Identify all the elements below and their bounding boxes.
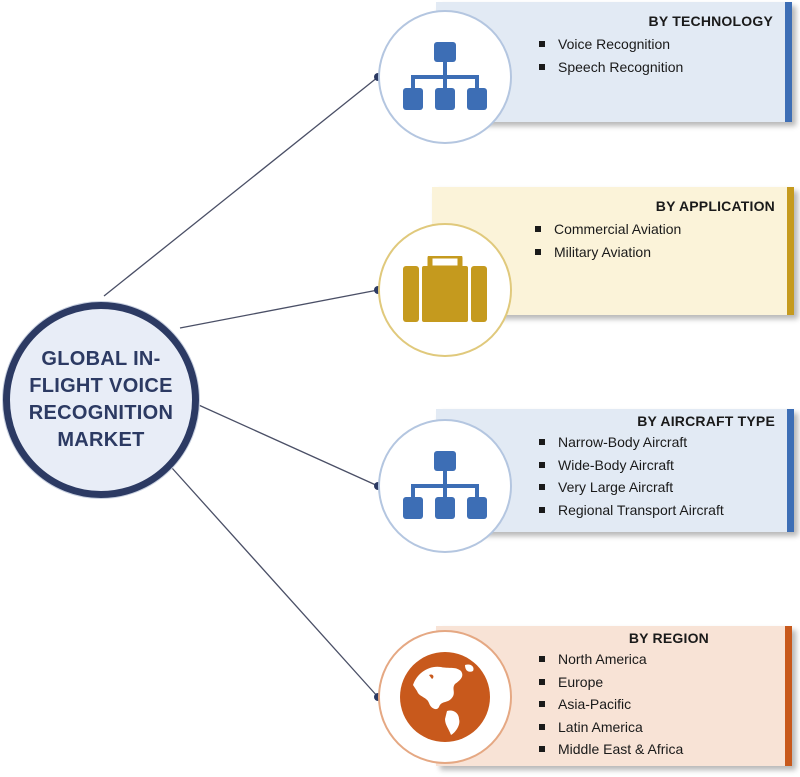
org-chart-icon [403, 42, 487, 110]
icon-circle-application [378, 223, 512, 357]
list-item: Middle East & Africa [539, 738, 785, 761]
list-item: Latin America [539, 716, 785, 739]
segment-title: BY AIRCRAFT TYPE [637, 413, 775, 429]
bullet-square-icon [535, 226, 541, 232]
segment-item-list: North America Europe Asia-Pacific Latin … [436, 648, 785, 761]
connector-line-technology [103, 76, 379, 297]
list-item: Regional Transport Aircraft [539, 499, 787, 522]
list-item: Commercial Aviation [535, 218, 787, 241]
bullet-square-icon [539, 484, 545, 490]
list-item: Very Large Aircraft [539, 476, 787, 499]
list-item: Asia-Pacific [539, 693, 785, 716]
list-item: Europe [539, 671, 785, 694]
org-chart-icon [403, 451, 487, 519]
segment-item-list: Voice Recognition Speech Recognition [436, 33, 785, 78]
list-item: Narrow-Body Aircraft [539, 431, 787, 454]
icon-circle-aircraft-type [378, 419, 512, 553]
bullet-square-icon [539, 746, 545, 752]
list-item: Wide-Body Aircraft [539, 454, 787, 477]
bullet-square-icon [539, 656, 545, 662]
bullet-square-icon [539, 41, 545, 47]
connector-line-aircraft-type [191, 401, 379, 487]
bullet-square-icon [535, 248, 541, 255]
segment-item-list: Commercial Aviation Military Aviation [432, 218, 787, 263]
icon-circle-region [378, 630, 512, 764]
connector-line-region [171, 467, 379, 698]
segment-title: BY APPLICATION [655, 198, 775, 214]
list-item: Military Aviation [535, 241, 787, 264]
bullet-square-icon [539, 439, 545, 445]
segment-item-list: Narrow-Body Aircraft Wide-Body Aircraft … [436, 431, 787, 521]
bullet-square-icon [539, 723, 545, 730]
bullet-square-icon [539, 506, 545, 513]
globe-icon [400, 652, 490, 742]
connector-line-application [179, 289, 379, 329]
segment-title: BY TECHNOLOGY [648, 13, 773, 29]
list-item: Voice Recognition [539, 33, 785, 56]
bullet-square-icon [539, 63, 545, 70]
hub-title: GLOBAL IN-FLIGHT VOICE RECOGNITION MARKE… [28, 348, 174, 451]
briefcase-icon [403, 256, 487, 322]
bullet-square-icon [539, 461, 545, 468]
market-hub-circle: GLOBAL IN-FLIGHT VOICE RECOGNITION MARKE… [3, 302, 199, 498]
segment-title: BY REGION [628, 630, 709, 646]
bullet-square-icon [539, 701, 545, 707]
list-item: Speech Recognition [539, 56, 785, 79]
bullet-square-icon [539, 678, 545, 685]
icon-circle-technology [378, 10, 512, 144]
list-item: North America [539, 648, 785, 671]
